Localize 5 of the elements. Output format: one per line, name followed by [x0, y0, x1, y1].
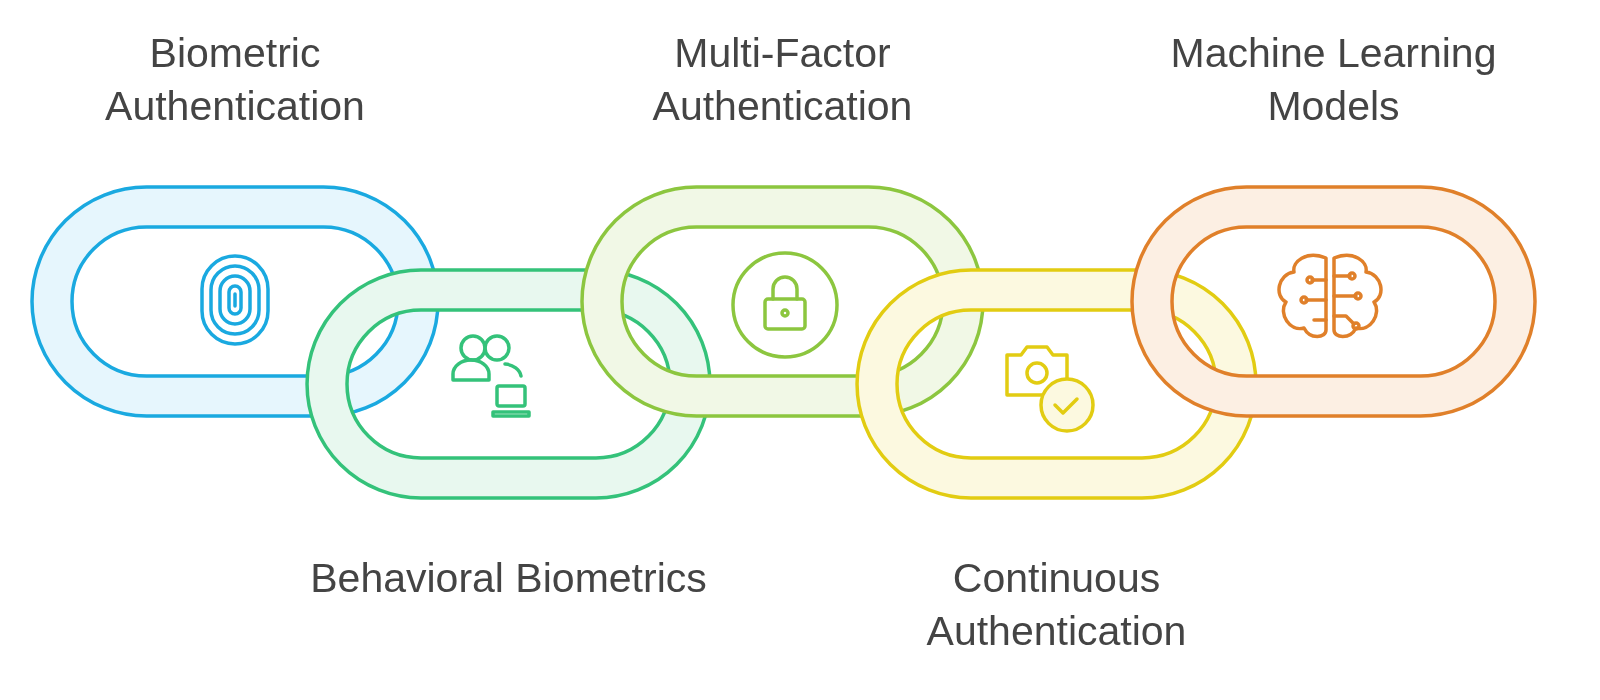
link-label: Behavioral Biometrics: [309, 554, 708, 603]
link-label: Biometric Authentication: [104, 29, 366, 131]
link-label: Machine Learning Models: [1169, 29, 1498, 131]
link-label: Multi-Factor Authentication: [651, 29, 914, 131]
link-label: Continuous Authentication: [925, 554, 1188, 656]
